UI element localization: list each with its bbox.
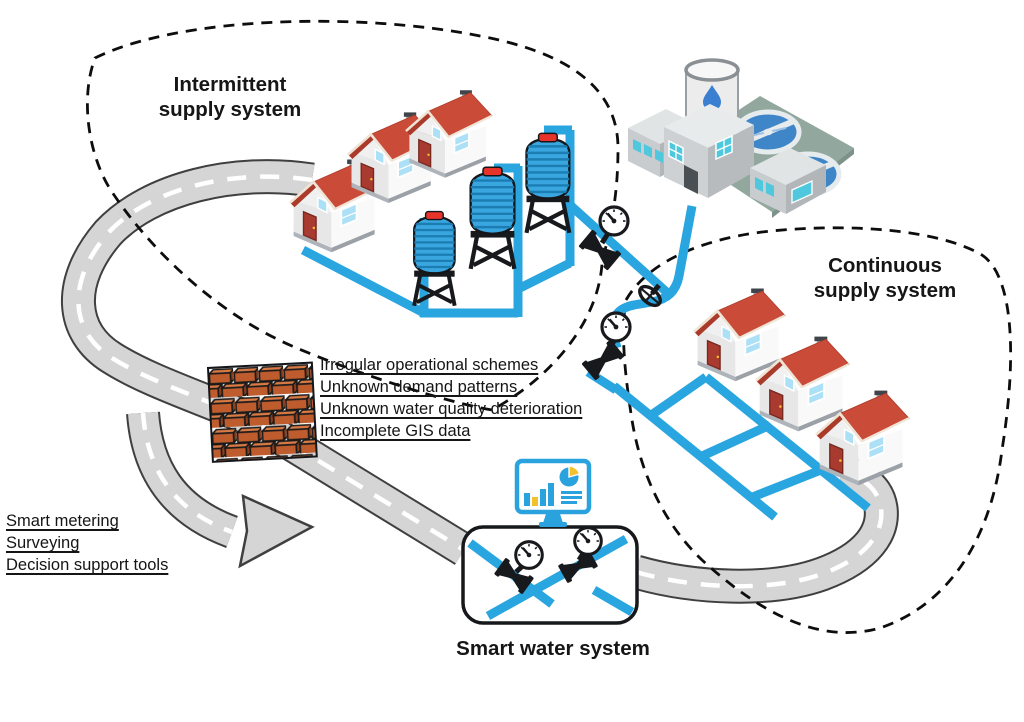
continuous-boundary bbox=[622, 226, 1012, 634]
issues-list: Irregular operational schemes Unknown de… bbox=[320, 355, 582, 442]
valve-gauge-lower bbox=[581, 311, 632, 381]
issue-item: Unknown demand patterns bbox=[320, 378, 518, 397]
valve-gauge-upper bbox=[578, 205, 670, 311]
label-intermittent-supply-system: Intermittent supply system bbox=[158, 73, 302, 121]
brick-wall-icon bbox=[206, 361, 318, 463]
water-tank-icon bbox=[408, 212, 461, 306]
solutions-list: Smart metering Surveying Decision suppor… bbox=[6, 511, 168, 575]
road-to-continuous bbox=[631, 455, 899, 604]
pressure-gauge-icon bbox=[598, 205, 630, 237]
issue-item: Irregular operational schemes bbox=[320, 356, 539, 374]
house-icon bbox=[404, 88, 494, 180]
box-valve-gauge-right bbox=[557, 526, 603, 584]
label-smart-water-system: Smart water system bbox=[456, 637, 650, 660]
water-tank-icon bbox=[520, 133, 576, 233]
pressure-gauge-icon bbox=[514, 540, 544, 570]
pipe-network-continuous bbox=[611, 373, 871, 521]
solution-item: Surveying bbox=[6, 534, 80, 553]
box-valve-gauge-left bbox=[493, 540, 544, 595]
solution-item: Smart metering bbox=[6, 512, 119, 530]
water-drop-icon bbox=[703, 85, 721, 111]
pipe-network-intermittent bbox=[300, 125, 676, 318]
bar-chart-icon bbox=[524, 483, 554, 506]
smart-water-system-box bbox=[461, 525, 639, 625]
intermittent-boundary bbox=[86, 19, 620, 412]
pie-chart-icon bbox=[559, 465, 581, 487]
issue-item: Incomplete GIS data bbox=[320, 422, 471, 441]
water-tank-icon bbox=[464, 167, 521, 269]
label-continuous-supply-system: Continuous supply system bbox=[813, 254, 957, 302]
bypass-arrow-icon bbox=[126, 411, 315, 569]
issue-item: Unknown water quality deterioration bbox=[320, 400, 583, 419]
water-treatment-plant-icon bbox=[628, 58, 854, 218]
solution-item: Decision support tools bbox=[6, 556, 169, 575]
monitor-icon bbox=[514, 458, 592, 527]
pressure-gauge-icon bbox=[600, 311, 632, 343]
pressure-gauge-icon bbox=[573, 526, 603, 556]
road-loop-intermittent bbox=[60, 159, 474, 565]
